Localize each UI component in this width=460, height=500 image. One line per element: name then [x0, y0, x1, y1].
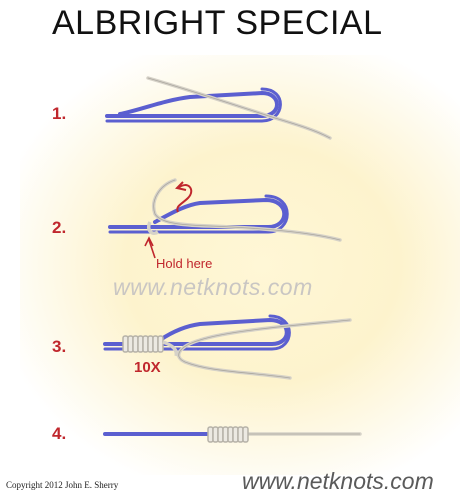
hold-here-arrow [148, 239, 156, 259]
step-2-illustration [108, 178, 342, 259]
page-title: ALBRIGHT SPECIAL [52, 4, 383, 42]
step-3-heavy-line-lower [103, 314, 291, 351]
step-3-label: 3. [52, 337, 67, 356]
step-3-illustration [103, 314, 352, 380]
step-2-label: 2. [52, 218, 67, 237]
step-1-illustration [105, 76, 332, 140]
step-4-label: 4. [52, 424, 67, 443]
copyright-notice: Copyright 2012 John E. Sherry [6, 480, 119, 490]
hold-here-note: Hold here [156, 256, 213, 271]
step-2-heavy-line-lower [108, 194, 289, 234]
step-1-light-line [146, 76, 332, 140]
step-4-wraps [207, 426, 249, 443]
watermark: www.netknots.com [113, 274, 313, 300]
step-3-wraps [122, 335, 164, 353]
step-1-heavy-line-lower [105, 87, 282, 123]
step-1-heavy-line-loop [105, 90, 279, 118]
step-2-heavy-line-loop [108, 197, 287, 229]
wrap-count-label: 10X [134, 359, 161, 376]
site-url: www.netknots.com [242, 468, 434, 494]
step-3-heavy-line-loop [103, 317, 289, 346]
step-4-illustration [103, 426, 362, 443]
wrap-direction-arrow [176, 184, 193, 213]
step-1-label: 1. [52, 104, 67, 123]
background-glow [20, 55, 460, 475]
